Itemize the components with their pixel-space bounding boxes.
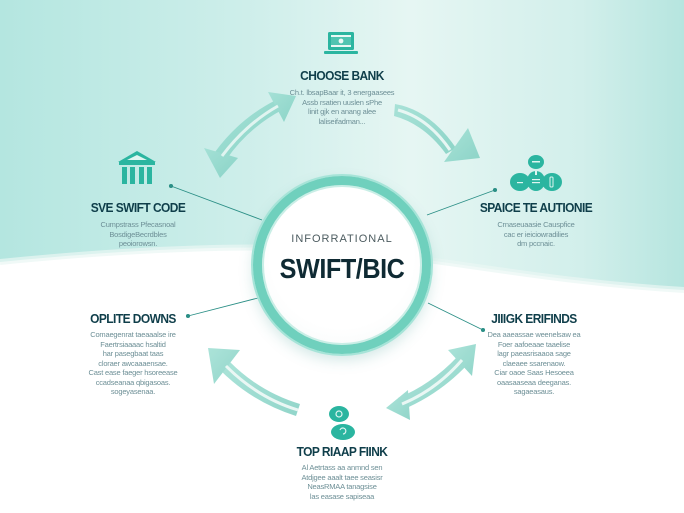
node-space-automate: SPAICE TE AUTIONIE Crnaseuaasie Causpfic… <box>456 200 616 249</box>
center-title: SWIFT/BIC <box>279 253 405 284</box>
node-description: Cumpstrass Pfecasnoal BosdigeBecrdbles p… <box>100 220 176 248</box>
laptop-icon <box>324 32 358 54</box>
arrow-lower-right <box>386 344 476 420</box>
node-title: CHOOSE BANK <box>300 68 384 83</box>
node-update-downs: OPLITE DOWNS Comaegenrat taeaaalse ire F… <box>70 311 196 397</box>
node-check-refunds: JIIIGK ERIFINDS Dea aaeassae weenelsaw e… <box>470 311 598 397</box>
background-wave <box>0 247 684 513</box>
cycle-arrows <box>204 92 480 420</box>
node-title: SPAICE TE AUTIONIE <box>479 200 593 215</box>
node-save-swift-code: SVE SWIFT CODE Cumpstrass Pfecasnoal Bos… <box>66 200 210 249</box>
network-nodes-icon <box>510 155 562 191</box>
node-title: SVE SWIFT CODE <box>90 200 186 215</box>
node-description: Comaegenrat taeaaalse ire Faertrsiaaaac … <box>88 330 178 396</box>
node-description: Dea aaeassae weenelsaw ea Foer aafoeaae … <box>487 330 581 396</box>
bank-building-icon <box>118 151 156 184</box>
arrow-upper-right <box>394 104 480 162</box>
node-description: Ch.t. lbsapBaar it, 3 energaasees Assb r… <box>289 88 395 126</box>
center-hub: INFORRATIONAL SWIFT/BIC <box>253 176 431 354</box>
connector-lines <box>168 183 498 333</box>
node-description: Al Aetrtass aa anmnd sen Atdjgee aaalt t… <box>301 463 383 501</box>
node-description: Crnaseuaasie Causpfice cac er ieiciowrad… <box>497 220 575 248</box>
coins-icon <box>329 406 355 440</box>
node-choose-bank: CHOOSE BANK Ch.t. lbsapBaar it, 3 energa… <box>270 68 414 126</box>
center-subtitle: INFORRATIONAL <box>291 233 393 245</box>
arrow-upper-left <box>204 92 296 178</box>
node-top-transfer: TOP RIAAP FIINK Al Aetrtass aa anmnd sen… <box>275 444 409 501</box>
node-title: TOP RIAAP FIINK <box>296 444 388 459</box>
node-title: JIIIGK ERIFINDS <box>491 311 577 326</box>
arrow-lower-left <box>208 348 300 416</box>
node-title: OPLITE DOWNS <box>90 311 176 326</box>
